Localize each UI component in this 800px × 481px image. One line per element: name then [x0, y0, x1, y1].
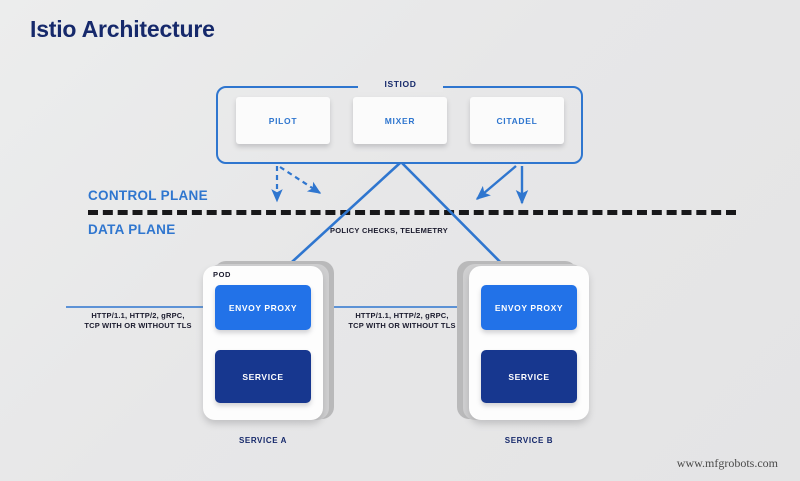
data-plane-label: DATA PLANE — [88, 222, 176, 237]
traffic-label-between-services: HTTP/1.1, HTTP/2, gRPC, TCP WITH OR WITH… — [326, 311, 478, 331]
envoy-proxy-box[interactable]: ENVOY PROXY — [215, 285, 311, 330]
traffic-label-line2: TCP WITH OR WITHOUT TLS — [348, 321, 456, 330]
service-label: SERVICE — [508, 371, 550, 382]
control-component-pilot[interactable]: PILOT — [236, 97, 330, 144]
envoy-proxy-label: ENVOY PROXY — [494, 302, 564, 313]
control-component-citadel[interactable]: CITADEL — [470, 97, 564, 144]
pod-caption-a: SERVICE A — [238, 436, 288, 445]
traffic-label-line1: HTTP/1.1, HTTP/2, gRPC, — [355, 311, 449, 320]
watermark: www.mfgrobots.com — [676, 456, 778, 470]
pod-label: POD — [213, 270, 232, 279]
pilot-config-arrow-diagonal — [279, 166, 322, 194]
service-box[interactable]: SERVICE — [215, 350, 311, 403]
traffic-label-line1: HTTP/1.1, HTTP/2, gRPC, — [91, 311, 185, 320]
envoy-proxy-label: ENVOY PROXY — [228, 302, 298, 313]
citadel-cert-arrow-diagonal — [475, 165, 517, 200]
policy-checks-telemetry-label: POLICY CHECKS, TELEMETRY — [330, 226, 449, 235]
control-component-label: CITADEL — [496, 115, 538, 126]
traffic-label-inbound: HTTP/1.1, HTTP/2, gRPC, TCP WITH OR WITH… — [62, 311, 214, 331]
istiod-label-mask — [358, 80, 443, 92]
traffic-label-line2: TCP WITH OR WITHOUT TLS — [84, 321, 192, 330]
service-box[interactable]: SERVICE — [481, 350, 577, 403]
pod-caption-b: SERVICE B — [504, 436, 554, 445]
control-plane-label: CONTROL PLANE — [88, 188, 208, 203]
control-component-label: PILOT — [268, 115, 298, 126]
page-title: Istio Architecture — [30, 16, 215, 42]
control-component-mixer[interactable]: MIXER — [353, 97, 447, 144]
istiod-label: ISTIOD — [384, 79, 417, 89]
service-label: SERVICE — [242, 371, 284, 382]
envoy-proxy-box[interactable]: ENVOY PROXY — [481, 285, 577, 330]
control-component-label: MIXER — [384, 115, 416, 126]
plane-divider — [88, 210, 736, 215]
